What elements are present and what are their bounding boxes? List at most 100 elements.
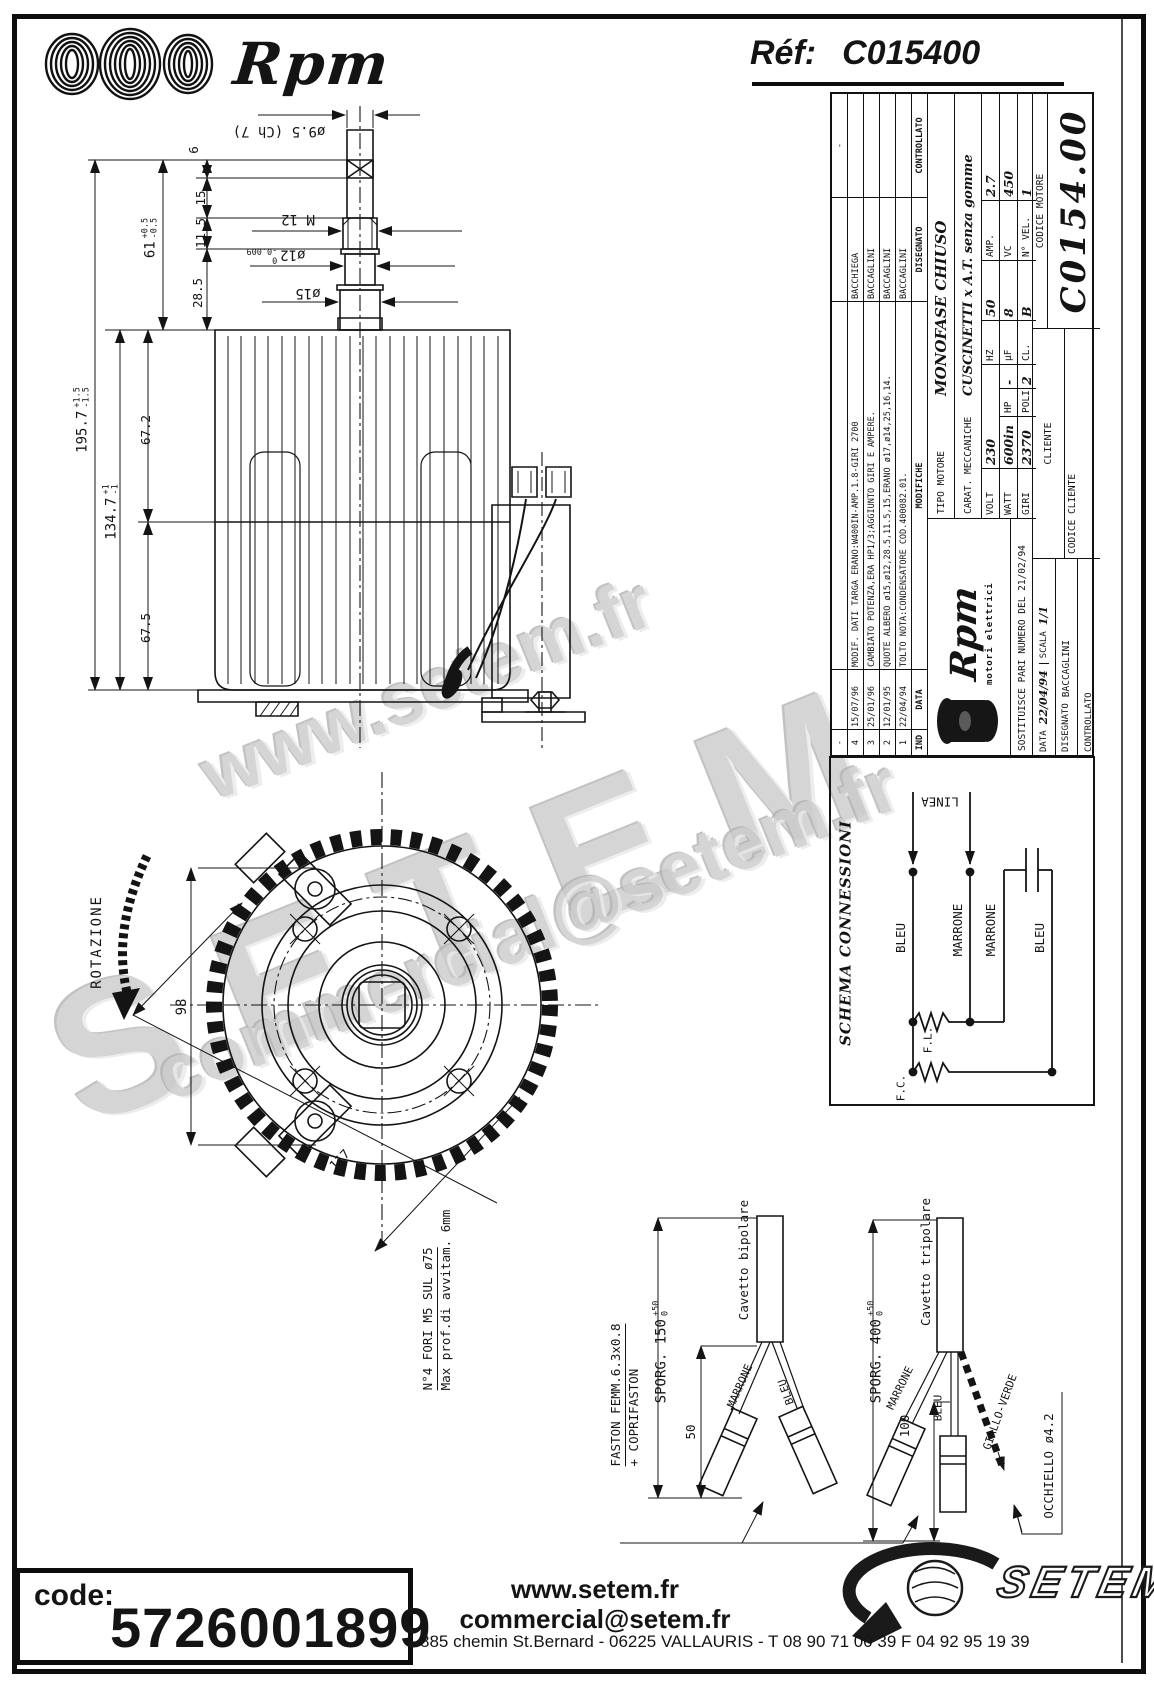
bolt-circle [274, 897, 490, 1113]
website: www.setem.fr [510, 1574, 680, 1604]
data-scala-row: DATA 22/04/94 SCALA 1/1 [1033, 559, 1056, 755]
giallo-verde-wire [961, 1352, 1002, 1466]
address-line: 885 chemin St.Bernard - 06225 VALLAURIS … [420, 1632, 1030, 1651]
code-box: code: 5726001899 [15, 1568, 430, 1665]
lead-wire-2 [476, 499, 526, 678]
dim-50: 50 [682, 1424, 698, 1440]
motor-body [198, 318, 528, 716]
wire-marrone-1: MARRONE [949, 903, 965, 957]
carat-meccaniche-row: CARAT. MECCANICHE CUSCINETTI x A.T. senz… [955, 94, 982, 518]
mounting-bracket [482, 692, 585, 722]
fc-label: F.C. [894, 1074, 908, 1102]
dim-28-5: 28.5 [189, 277, 205, 309]
schema-title: SCHEMA CONNESSIONI [836, 820, 855, 1046]
ref-value: C015400 [842, 34, 981, 72]
cable-tripolar [863, 1218, 1004, 1542]
wire-bleu-1: BLEU [892, 922, 908, 954]
cable-details [620, 1216, 1062, 1543]
dim-shaft-diameter: ø9.5 (Ch 7) [232, 123, 326, 139]
leaders [620, 1392, 1062, 1543]
coil-3 [162, 33, 214, 95]
dim-67-2: 67.2 [137, 414, 153, 446]
disegnato-row: DISEGNATO BACCAGLINI [1055, 559, 1078, 755]
rpm-logo: Rpm [40, 26, 394, 102]
faston-connector [867, 1418, 925, 1505]
ref-underline [752, 82, 1064, 86]
fori-leader [374, 1097, 520, 1252]
rpm-subtitle: motori elettrici [985, 582, 995, 685]
tripolar-title: Cavetto tripolare [917, 1198, 933, 1326]
rotation-arrow [112, 856, 147, 1020]
rpm-cartouche-logo: Rpm motori elettrici [928, 519, 1010, 755]
wire-bleu-2: BLEU [1031, 922, 1047, 954]
fc-resistor [913, 1063, 1052, 1081]
codice-motore-value: C0154.00 [1053, 108, 1094, 314]
setem-logo-swirl [849, 1549, 996, 1644]
mounting-ears [235, 833, 351, 1176]
shaft [337, 130, 383, 330]
faston-connector [779, 1406, 837, 1493]
revision-row: - - [832, 94, 848, 755]
dim-d15: ø15 [295, 285, 321, 301]
email: commercial@setem.fr [459, 1603, 731, 1634]
ref-label: Réf: [750, 34, 817, 72]
controllato-row: CONTROLLATO [1083, 692, 1094, 752]
front-dimensions [132, 867, 497, 1203]
cartouche-logo-col: Rpm motori elettrici SOSTITUISCE PARI NU… [928, 518, 1036, 755]
dim-61: 61+0.5-0.5 [140, 217, 160, 259]
dim-67-5: 67.5 [137, 612, 153, 644]
grommet-photo [937, 698, 998, 744]
contact-block: www.setem.fr commercial@setem.fr [430, 1574, 760, 1635]
codice-motore-label: CODICE MOTORE [1033, 94, 1048, 328]
dim-195-7: 195.7+1.5-1.5 [72, 387, 92, 453]
dim-11-5: 11.5 [192, 217, 208, 249]
rpm-logo-text: Rpm [230, 30, 394, 98]
spec-row-volt: VOLT 230 HZ 50 AMP. 2.7 [982, 94, 1001, 518]
tipo-motore-row: TIPO MOTORE MONOFASE CHIUSO [928, 94, 955, 518]
code-label: code: [34, 1579, 115, 1612]
rpm-script-text: Rpm [943, 584, 985, 684]
capacitor-assembly [437, 452, 571, 750]
lead-wire-1 [468, 499, 556, 670]
dim-98: 98 [174, 998, 190, 1016]
dim-100: 100 [896, 1414, 912, 1438]
bipolar-title: Cavetto bipolare [735, 1199, 751, 1321]
cliente-label: CLIENTE [1033, 329, 1065, 558]
cartouche-main: Rpm motori elettrici SOSTITUISCE PARI NU… [928, 94, 1036, 755]
spec-grid: VOLT 230 HZ 50 AMP. 2.7 WATT 600in HP - … [982, 94, 1036, 518]
wire-marrone-2: MARRONE [982, 903, 998, 957]
cartouche-bottom: DATA 22/04/94 SCALA 1/1 DISEGNATO BACCAG… [1033, 94, 1100, 755]
rotation-label: ROTAZIONE [89, 895, 105, 989]
wiring-schema [830, 757, 1094, 1105]
codice-cliente-label: CODICE CLIENTE [1067, 473, 1078, 554]
drawing-info: DATA 22/04/94 SCALA 1/1 DISEGNATO BACCAG… [1033, 558, 1100, 755]
tripolar-dims [863, 1219, 950, 1542]
client-cells: CLIENTE CODICE CLIENTE [1033, 328, 1100, 558]
reference: Réf: C015400 [750, 34, 1070, 73]
dim-6: 6 [185, 146, 201, 154]
shaft-key-hole [359, 982, 405, 1028]
fl-label: F.L. [921, 1026, 935, 1054]
spec-row-watt: WATT 600in HP - µF 8 VC 450 [1000, 94, 1019, 518]
cable-bipolar [648, 1216, 837, 1499]
fl-resistor [913, 1013, 970, 1031]
setem-logo-text: SETEM [992, 1557, 1154, 1608]
trip-bleu: BLEU [931, 1394, 945, 1422]
motor-front-view [112, 772, 600, 1252]
motor-foot [256, 702, 298, 716]
faston-connector [940, 1436, 966, 1512]
coil-2 [98, 27, 162, 101]
